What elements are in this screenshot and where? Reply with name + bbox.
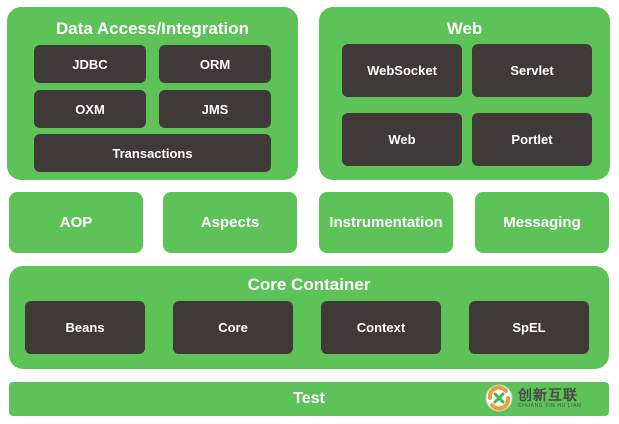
aop-module: AOP — [9, 192, 143, 253]
transactions-module: Transactions — [34, 134, 271, 172]
web-title: Web — [446, 19, 483, 38]
servlet-module: Servlet — [472, 44, 592, 97]
jms-module: JMS — [159, 90, 271, 128]
messaging-module: Messaging — [475, 192, 609, 253]
beans-module: Beans — [25, 301, 145, 354]
data-access-integration-panel: Data Access/Integration JDBC ORM OXM JMS… — [7, 7, 298, 180]
core-module: Core — [173, 301, 293, 354]
data-access-integration-title: Data Access/Integration — [55, 19, 250, 38]
logo-icon — [485, 384, 513, 412]
oxm-module: OXM — [34, 90, 146, 128]
web-module: Web — [342, 113, 462, 166]
context-module: Context — [321, 301, 441, 354]
jdbc-module: JDBC — [34, 45, 146, 83]
core-container-title: Core Container — [247, 275, 371, 294]
websocket-module: WebSocket — [342, 44, 462, 97]
aspects-module: Aspects — [163, 192, 297, 253]
spel-module: SpEL — [469, 301, 589, 354]
instrumentation-module: Instrumentation — [319, 192, 453, 253]
core-container-panel: Core Container Beans Core Context SpEL — [9, 266, 609, 369]
watermark-sub-text: CHUANG XIN HU LIAN — [518, 402, 582, 409]
watermark-logo: 创新互联 CHUANG XIN HU LIAN — [484, 380, 614, 416]
web-panel: Web WebSocket Servlet Web Portlet — [319, 7, 610, 180]
portlet-module: Portlet — [472, 113, 592, 166]
orm-module: ORM — [159, 45, 271, 83]
watermark-main-text: 创新互联 — [518, 386, 578, 403]
